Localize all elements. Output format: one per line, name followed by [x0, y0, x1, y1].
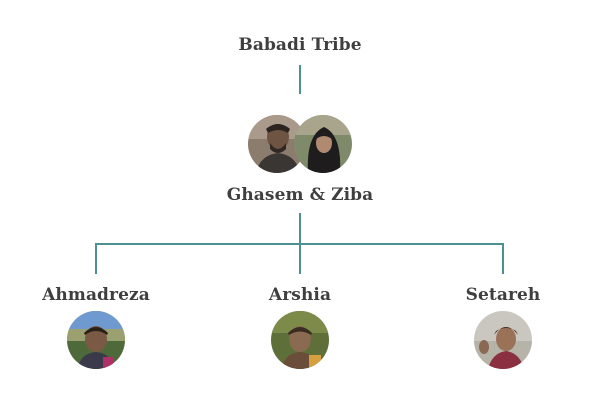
child-photo-ahmadreza	[67, 311, 125, 369]
child-photo-arshia	[271, 311, 329, 369]
child-photo-setareh	[474, 311, 532, 369]
child-name-setareh: Setareh	[465, 285, 541, 305]
root-connector-line	[299, 65, 301, 94]
couple-connector-line	[299, 213, 301, 245]
couple-label: Ghasem & Ziba	[226, 185, 374, 205]
child-connector-line-ahmadreza	[95, 243, 97, 274]
child-connector-line-arshia	[299, 243, 301, 274]
child-name-ahmadreza: Ahmadreza	[42, 285, 150, 305]
child-name-arshia: Arshia	[268, 285, 332, 305]
couple-photos	[248, 115, 352, 173]
child-connector-line-setareh	[502, 243, 504, 274]
tribe-title: Babadi Tribe	[238, 35, 362, 55]
mother-photo	[294, 115, 352, 173]
